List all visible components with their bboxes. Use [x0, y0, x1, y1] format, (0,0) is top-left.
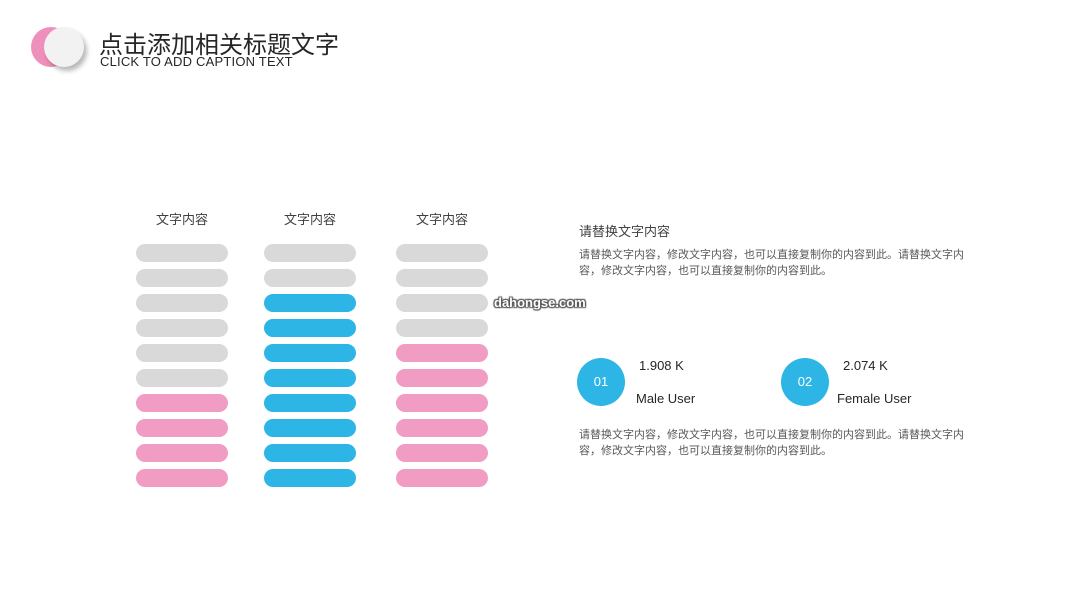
bar-gray — [396, 269, 488, 287]
description-paragraph-1[interactable]: 请替换文字内容，修改文字内容，也可以直接复制你的内容到此。请替换文字内容，修改文… — [579, 248, 964, 277]
bar-pink — [396, 419, 488, 437]
bar-gray — [396, 244, 488, 262]
stat-label-male[interactable]: Male User — [636, 391, 696, 406]
bar-blue — [264, 344, 356, 362]
bar-gray — [136, 319, 228, 337]
bar-gray — [136, 269, 228, 287]
column-label[interactable]: 文字内容 — [283, 213, 336, 228]
bar-stack — [136, 244, 228, 494]
bar-blue — [264, 319, 356, 337]
logo-icon — [31, 27, 87, 69]
column-label[interactable]: 文字内容 — [155, 213, 208, 228]
bar-gray — [264, 244, 356, 262]
stat-value-male[interactable]: 1.908 K — [639, 358, 684, 373]
bar-gray — [136, 244, 228, 262]
bar-pink — [396, 344, 488, 362]
bar-gray — [136, 369, 228, 387]
bar-gray — [264, 269, 356, 287]
bar-pink — [396, 394, 488, 412]
bar-gray — [136, 294, 228, 312]
bar-stack — [264, 244, 356, 494]
description-paragraph-2[interactable]: 请替换文字内容，修改文字内容，也可以直接复制你的内容到此。请替换文字内容，修改文… — [579, 428, 964, 457]
bar-blue — [264, 294, 356, 312]
description-title[interactable]: 请替换文字内容 — [579, 225, 671, 240]
bar-gray — [396, 319, 488, 337]
bar-pink — [396, 369, 488, 387]
bar-blue — [264, 419, 356, 437]
bar-pink — [136, 419, 228, 437]
bar-gray — [396, 294, 488, 312]
stat-value-female[interactable]: 2.074 K — [843, 358, 888, 373]
bar-gray — [136, 344, 228, 362]
bar-blue — [264, 369, 356, 387]
bar-blue — [264, 444, 356, 462]
bar-blue — [264, 394, 356, 412]
stat-badge-02: 02 — [781, 358, 829, 406]
bar-pink — [396, 469, 488, 487]
bar-stack — [396, 244, 488, 494]
stat-badge-01: 01 — [577, 358, 625, 406]
column-label[interactable]: 文字内容 — [415, 213, 468, 228]
bar-pink — [136, 469, 228, 487]
bar-pink — [136, 444, 228, 462]
bar-pink — [136, 394, 228, 412]
bar-blue — [264, 469, 356, 487]
bar-pink — [396, 444, 488, 462]
watermark: dahongse.com — [494, 295, 586, 310]
logo-white-circle — [44, 27, 84, 67]
page-subtitle[interactable]: CLICK TO ADD CAPTION TEXT — [100, 54, 293, 69]
page-title[interactable]: 点击添加相关标题文字 — [99, 31, 339, 59]
stat-label-female[interactable]: Female User — [837, 391, 912, 406]
